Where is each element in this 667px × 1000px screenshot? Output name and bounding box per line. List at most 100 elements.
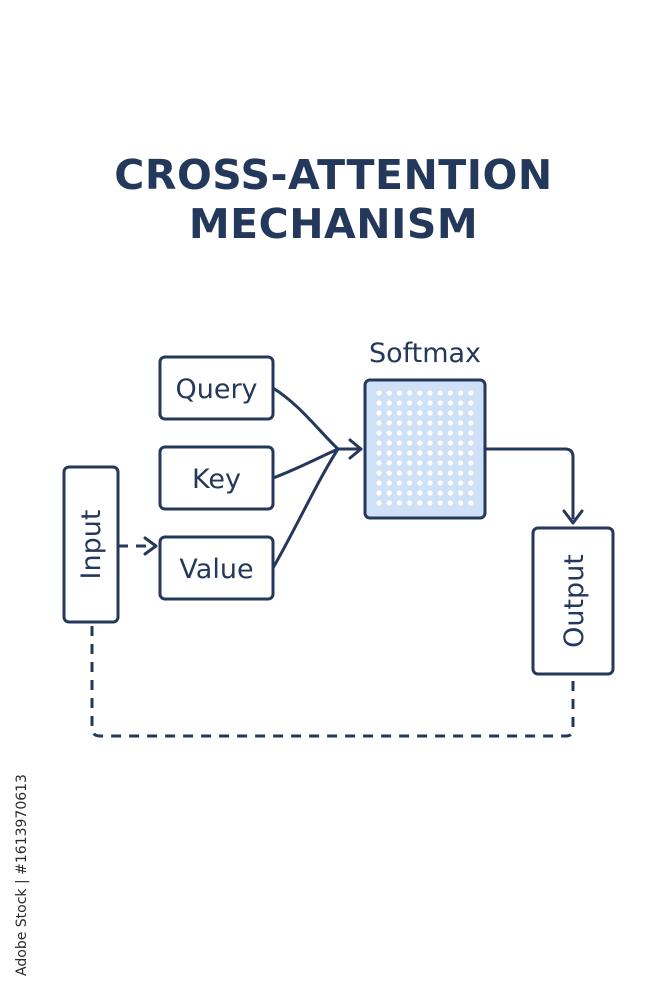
matrix-dot (417, 480, 423, 486)
matrix-dot (386, 430, 392, 436)
matrix-dot (437, 400, 443, 406)
matrix-dot (468, 420, 474, 426)
matrix-dot (447, 480, 453, 486)
stock-id-text: Adobe Stock | #1613970613 (14, 774, 30, 976)
matrix-dot (386, 500, 392, 506)
diagram-title-line-1: CROSS-ATTENTION (114, 151, 553, 199)
matrix-dot (427, 420, 433, 426)
matrix-dot (376, 500, 382, 506)
matrix-dot (417, 450, 423, 456)
matrix-dot (437, 460, 443, 466)
matrix-dot (447, 440, 453, 446)
matrix-dot (386, 440, 392, 446)
stock-id-watermark: Adobe Stock | #1613970613 (6, 760, 38, 990)
matrix-dot (376, 410, 382, 416)
matrix-dot (427, 460, 433, 466)
softmax-label: Softmax (369, 338, 481, 369)
diagram-title-line-2: MECHANISM (188, 200, 479, 248)
matrix-dot (386, 400, 392, 406)
matrix-dot (458, 490, 464, 496)
matrix-dot (396, 460, 402, 466)
matrix-dot (407, 430, 413, 436)
value-arrowhead-icon (143, 536, 158, 556)
matrix-dot (417, 460, 423, 466)
matrix-dot (458, 400, 464, 406)
matrix-dot (376, 430, 382, 436)
value-node: Value (158, 535, 275, 601)
matrix-dot (427, 410, 433, 416)
matrix-dot (376, 450, 382, 456)
matrix-dot (376, 460, 382, 466)
matrix-dot (386, 410, 392, 416)
matrix-dot (447, 400, 453, 406)
matrix-dot (376, 440, 382, 446)
key-node: Key (158, 445, 275, 511)
matrix-dot (468, 480, 474, 486)
matrix-dot (447, 390, 453, 396)
key-to-softmax-line (271, 447, 340, 480)
query-node: Query (158, 355, 275, 421)
matrix-dot (468, 470, 474, 476)
matrix-dot (407, 500, 413, 506)
query-to-softmax-line (271, 386, 340, 451)
matrix-dot (386, 450, 392, 456)
matrix-dot (437, 410, 443, 416)
matrix-dot (396, 440, 402, 446)
matrix-dot (396, 450, 402, 456)
softmax-to-output-line (483, 447, 575, 520)
matrix-dot (437, 390, 443, 396)
matrix-dot (396, 430, 402, 436)
matrix-dot (447, 420, 453, 426)
input-node: Input (62, 465, 120, 624)
input-label: Input (76, 510, 107, 580)
matrix-dot (376, 420, 382, 426)
matrix-dot (407, 390, 413, 396)
output-node: Output (531, 526, 615, 676)
matrix-dot (437, 440, 443, 446)
matrix-dot (427, 450, 433, 456)
matrix-dot (386, 420, 392, 426)
matrix-dot (427, 390, 433, 396)
matrix-dot (458, 440, 464, 446)
matrix-dot (458, 390, 464, 396)
matrix-dot (468, 430, 474, 436)
matrix-dot (458, 460, 464, 466)
value-to-softmax-line (271, 447, 340, 570)
matrix-dot (376, 490, 382, 496)
matrix-dot (396, 490, 402, 496)
matrix-dot (417, 440, 423, 446)
matrix-dot (376, 390, 382, 396)
matrix-dot (396, 390, 402, 396)
matrix-dot (468, 500, 474, 506)
matrix-dot (396, 480, 402, 486)
matrix-dot (407, 450, 413, 456)
matrix-dot (407, 460, 413, 466)
matrix-dot (468, 490, 474, 496)
matrix-dot (437, 490, 443, 496)
matrix-dot (417, 500, 423, 506)
matrix-dot (396, 500, 402, 506)
key-label: Key (192, 464, 241, 495)
matrix-dot (407, 490, 413, 496)
matrix-dot (407, 480, 413, 486)
matrix-dot (427, 490, 433, 496)
matrix-dot (407, 440, 413, 446)
matrix-dot (437, 450, 443, 456)
matrix-dot (386, 480, 392, 486)
matrix-dot (407, 400, 413, 406)
matrix-dot (458, 410, 464, 416)
matrix-dot (437, 470, 443, 476)
matrix-dot (447, 470, 453, 476)
matrix-dot (407, 470, 413, 476)
matrix-dot (417, 470, 423, 476)
matrix-dot (437, 500, 443, 506)
matrix-dot (458, 480, 464, 486)
matrix-dot (386, 390, 392, 396)
matrix-dot (427, 500, 433, 506)
matrix-dot (447, 430, 453, 436)
input-to-value-connector (118, 536, 158, 556)
matrix-dot (447, 500, 453, 506)
matrix-dot (396, 410, 402, 416)
matrix-dot (396, 470, 402, 476)
matrix-dot (427, 440, 433, 446)
